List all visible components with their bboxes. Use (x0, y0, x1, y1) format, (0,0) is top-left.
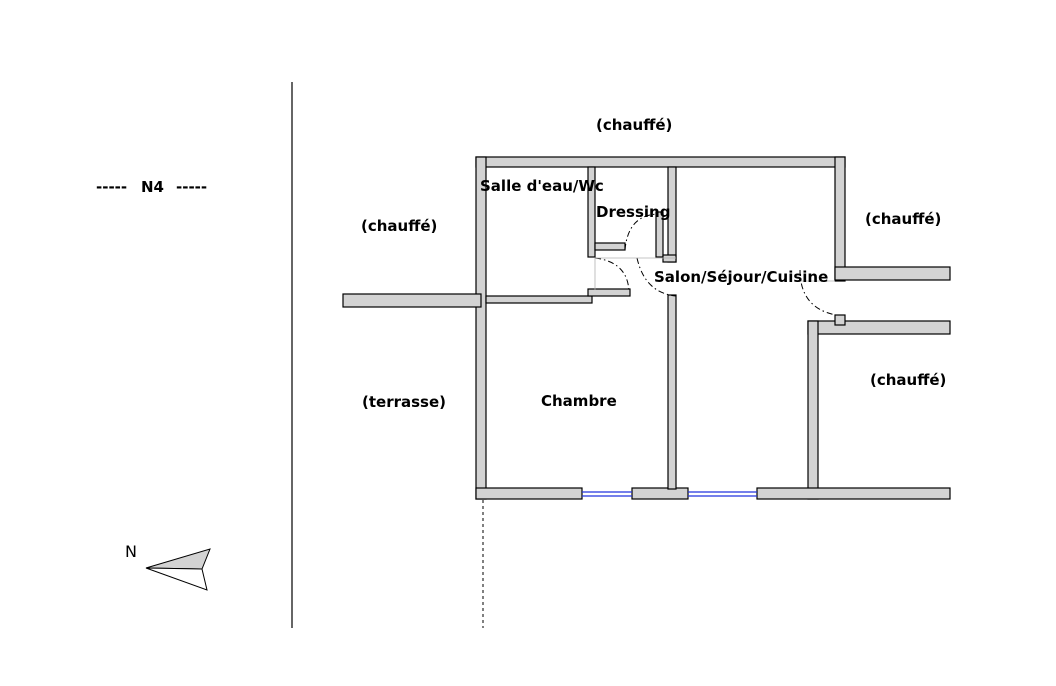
north-arrow-icon (145, 548, 211, 591)
wall-right-lower (807, 320, 819, 500)
zone-label-right-top: (chauffé) (865, 210, 941, 228)
wall-bottom-3 (756, 487, 951, 500)
wall-left (475, 156, 487, 500)
wall-right-extension-bottom (807, 320, 951, 335)
wall-right-stub (834, 314, 846, 326)
wall-bath-right (587, 166, 596, 258)
wall-dressing-bottom-left (594, 242, 626, 251)
door-swing-entrance (799, 269, 837, 316)
door-swing-bathroom (594, 257, 630, 293)
room-label-chambre: Chambre (541, 392, 617, 410)
wall-bottom-2 (631, 487, 689, 500)
compass-label: N (125, 542, 137, 561)
level-dash-left: ----- (96, 178, 127, 196)
wall-bath-chambre (485, 295, 593, 304)
room-label-dressing: Dressing (596, 203, 670, 221)
door-swing-dressing (624, 213, 659, 251)
wall-bottom-1 (475, 487, 583, 500)
walls (342, 156, 951, 500)
wall-right-upper (834, 156, 846, 282)
wall-top (475, 156, 846, 168)
door-swings (594, 213, 837, 316)
room-label-salle-eau: Salle d'eau/Wc (480, 177, 604, 195)
level-label: N4 (141, 178, 164, 196)
wall-dressing-corner (662, 254, 677, 263)
zone-label-left: (chauffé) (361, 217, 437, 235)
zone-label-right-bottom: (chauffé) (870, 371, 946, 389)
wall-bath-stub (587, 288, 631, 297)
zone-label-terrasse: (terrasse) (362, 393, 446, 411)
wall-left-extension (342, 293, 482, 308)
windows (582, 491, 757, 497)
wall-dressing-right-inner (655, 211, 664, 258)
door-swing-chambre (636, 257, 677, 297)
room-label-salon: Salon/Séjour/Cuisine (654, 268, 828, 286)
wall-right-extension-top (834, 266, 951, 281)
level-dash-right: ----- (176, 178, 207, 196)
wall-chambre-salon (667, 294, 677, 490)
zone-label-top: (chauffé) (596, 116, 672, 134)
